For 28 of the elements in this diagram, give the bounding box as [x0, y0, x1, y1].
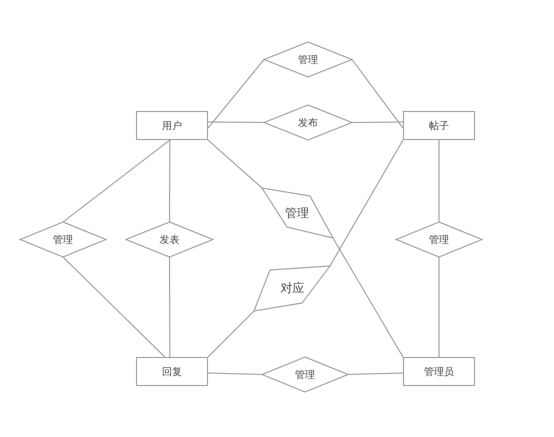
connector-line — [169, 256, 170, 358]
relationship-diamond: 发表 — [126, 222, 213, 257]
connector-line — [438, 256, 440, 358]
connector-line — [62, 256, 166, 358]
relationship-parallelogram: 管理 — [260, 188, 334, 239]
connector-line — [332, 237, 404, 358]
entity-box: 用户 — [136, 111, 208, 140]
entity-box: 回复 — [136, 357, 208, 386]
connector-line — [169, 140, 170, 222]
connector-line — [208, 140, 262, 188]
connector-line — [208, 122, 264, 123]
relationship-diamond: 发布 — [264, 105, 352, 140]
relationship-parallelogram: 对应 — [254, 265, 331, 312]
connector-line — [62, 140, 170, 222]
entity-box: 管理员 — [403, 357, 475, 386]
relationship-diamond: 管理 — [20, 222, 106, 257]
connector-line — [352, 122, 404, 123]
entity-box: 帖子 — [403, 111, 475, 140]
connector-line — [208, 372, 262, 375]
relationship-diamond: 管理 — [396, 222, 482, 257]
connector-line — [352, 59, 404, 129]
connector-line — [208, 59, 264, 129]
connector-line — [348, 372, 404, 375]
connector-line — [330, 140, 404, 266]
connector-line — [438, 140, 440, 222]
connector-line — [208, 310, 254, 358]
relationship-diamond: 管理 — [262, 357, 348, 392]
relationship-diamond: 管理 — [264, 42, 352, 77]
